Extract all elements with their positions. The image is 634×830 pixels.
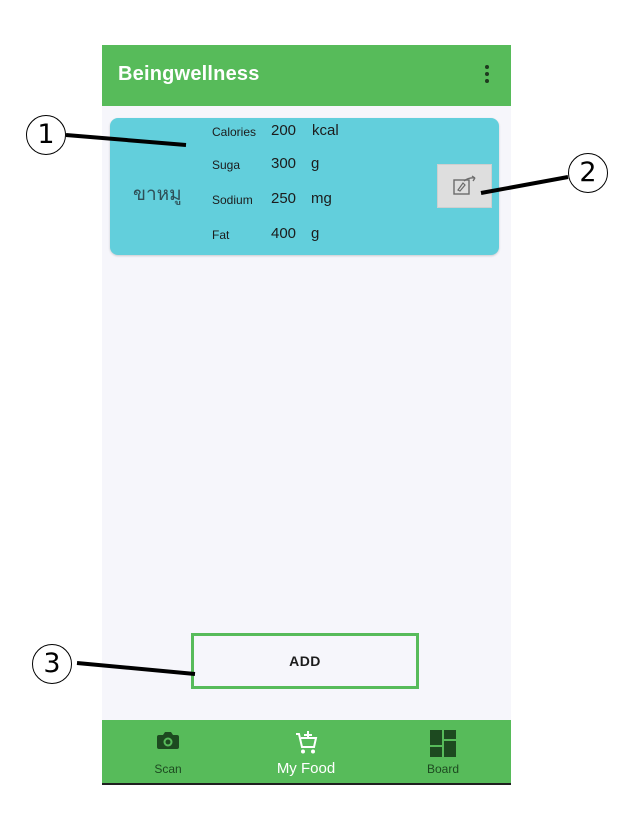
edit-button[interactable] bbox=[437, 164, 492, 208]
nav-label: Board bbox=[426, 762, 460, 776]
callout-marker-1: 1 bbox=[26, 115, 66, 155]
camera-icon bbox=[157, 732, 179, 749]
bottom-navigation: Scan My Food bbox=[102, 720, 511, 785]
callout-marker-2: 2 bbox=[568, 153, 608, 193]
nutrient-value: 250 bbox=[271, 190, 297, 207]
dashboard-icon bbox=[430, 730, 456, 757]
nutrient-label: Suga bbox=[212, 158, 241, 172]
nav-label: My Food bbox=[276, 760, 336, 777]
nutrient-unit: g bbox=[311, 155, 320, 172]
nutrient-label: Fat bbox=[212, 228, 230, 242]
app-screen: Beingwellness ขาหมู Calories 200 kcal Su… bbox=[102, 45, 511, 785]
nutrient-value: 400 bbox=[271, 225, 297, 242]
app-bar: Beingwellness bbox=[102, 45, 511, 106]
nutrient-label: Sodium bbox=[212, 193, 253, 207]
nav-label: Scan bbox=[154, 762, 182, 776]
nutrient-value: 300 bbox=[271, 155, 297, 172]
nav-item-my-food[interactable]: My Food bbox=[241, 720, 371, 783]
callout-marker-3: 3 bbox=[32, 644, 72, 684]
nutrient-label: Calories bbox=[212, 125, 257, 139]
nutrient-unit: g bbox=[311, 225, 320, 242]
nav-item-scan[interactable]: Scan bbox=[103, 720, 233, 783]
food-card[interactable]: ขาหมู Calories 200 kcal Suga 300 g Sodiu… bbox=[110, 118, 499, 255]
overflow-menu-icon[interactable] bbox=[477, 65, 497, 87]
food-name: ขาหมู bbox=[133, 183, 182, 205]
add-cart-icon bbox=[296, 731, 318, 754]
nutrient-unit: mg bbox=[311, 190, 332, 207]
nutrient-unit: kcal bbox=[312, 122, 339, 139]
edit-share-icon bbox=[453, 175, 476, 195]
add-button[interactable]: ADD bbox=[191, 633, 419, 689]
nav-item-board[interactable]: Board bbox=[378, 720, 508, 783]
nutrient-value: 200 bbox=[271, 122, 297, 139]
app-title: Beingwellness bbox=[118, 63, 260, 85]
